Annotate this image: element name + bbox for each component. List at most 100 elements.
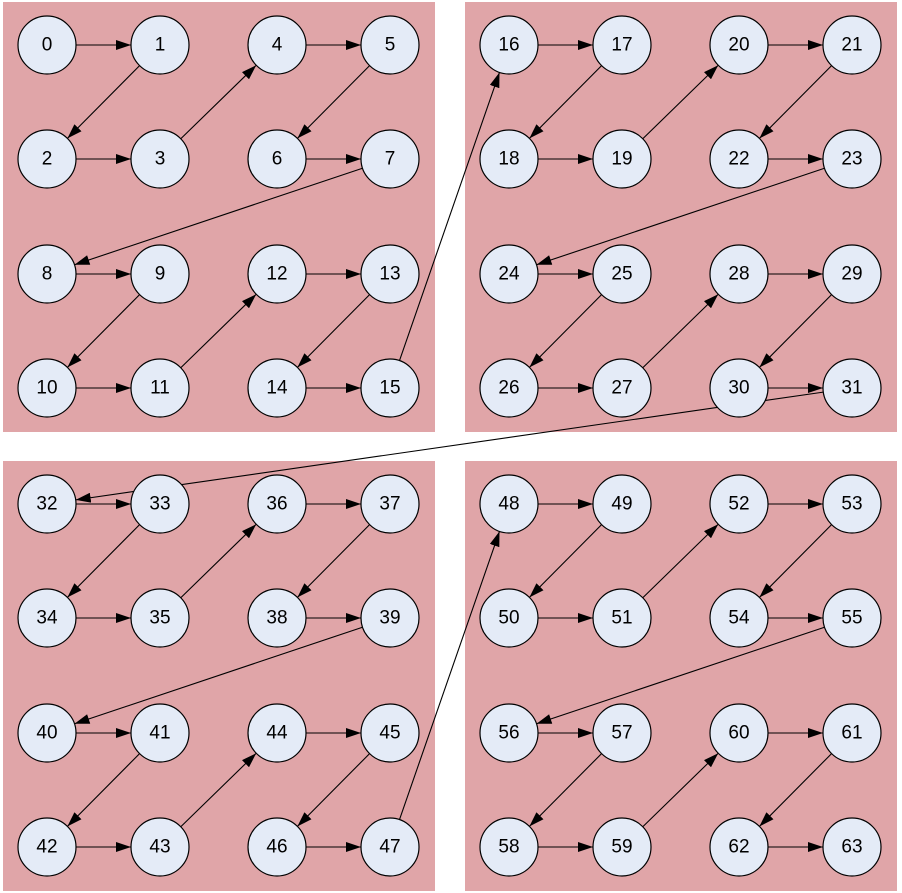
node-label: 13 bbox=[379, 264, 400, 285]
node-52: 52 bbox=[709, 474, 769, 534]
node-circle bbox=[247, 358, 307, 418]
node-circle bbox=[130, 358, 190, 418]
node-9: 9 bbox=[130, 244, 190, 304]
node-label: 19 bbox=[611, 149, 632, 170]
node-label: 43 bbox=[149, 837, 170, 858]
node-circle bbox=[130, 703, 190, 763]
node-label: 15 bbox=[379, 378, 400, 399]
node-40: 40 bbox=[17, 703, 77, 763]
edge-41-to-42 bbox=[67, 753, 140, 827]
node-label: 40 bbox=[36, 723, 57, 744]
node-28: 28 bbox=[709, 244, 769, 304]
node-label: 38 bbox=[266, 608, 287, 629]
node-14: 14 bbox=[247, 358, 307, 418]
node-circle bbox=[247, 474, 307, 534]
node-label: 35 bbox=[149, 608, 170, 629]
node-circle bbox=[822, 817, 882, 877]
node-0: 0 bbox=[17, 15, 77, 75]
node-circle bbox=[17, 474, 77, 534]
node-17: 17 bbox=[592, 15, 652, 75]
node-circle bbox=[360, 15, 420, 75]
node-label: 44 bbox=[266, 723, 288, 744]
edge-5-to-6 bbox=[297, 65, 370, 139]
node-circle bbox=[479, 588, 539, 648]
node-label: 7 bbox=[385, 149, 396, 170]
node-label: 24 bbox=[498, 264, 520, 285]
edge-53-to-54 bbox=[759, 524, 832, 598]
node-circle bbox=[479, 703, 539, 763]
node-circle bbox=[17, 703, 77, 763]
node-label: 39 bbox=[379, 608, 400, 629]
node-43: 43 bbox=[130, 817, 190, 877]
node-label: 2 bbox=[42, 149, 53, 170]
node-circle bbox=[592, 588, 652, 648]
node-circle bbox=[130, 129, 190, 189]
node-60: 60 bbox=[709, 703, 769, 763]
node-label: 28 bbox=[728, 264, 749, 285]
node-circle bbox=[709, 15, 769, 75]
node-circle bbox=[17, 244, 77, 304]
node-16: 16 bbox=[479, 15, 539, 75]
node-label: 46 bbox=[266, 837, 287, 858]
edge-39-to-40 bbox=[74, 626, 363, 725]
node-62: 62 bbox=[709, 817, 769, 877]
node-label: 17 bbox=[611, 35, 632, 56]
node-label: 41 bbox=[149, 723, 170, 744]
node-circle bbox=[822, 703, 882, 763]
edge-13-to-14 bbox=[297, 294, 370, 368]
edge-35-to-36 bbox=[180, 523, 257, 599]
node-label: 52 bbox=[728, 494, 749, 515]
node-label: 49 bbox=[611, 494, 632, 515]
node-32: 32 bbox=[17, 474, 77, 534]
node-23: 23 bbox=[822, 129, 882, 189]
node-42: 42 bbox=[17, 817, 77, 877]
node-5: 5 bbox=[360, 15, 420, 75]
node-label: 56 bbox=[498, 723, 519, 744]
node-circle bbox=[247, 817, 307, 877]
node-circle bbox=[360, 703, 420, 763]
node-circle bbox=[130, 474, 190, 534]
node-label: 0 bbox=[42, 35, 53, 56]
node-label: 37 bbox=[379, 494, 400, 515]
node-circle bbox=[479, 129, 539, 189]
node-label: 6 bbox=[272, 149, 283, 170]
node-54: 54 bbox=[709, 588, 769, 648]
node-circle bbox=[247, 129, 307, 189]
node-63: 63 bbox=[822, 817, 882, 877]
node-label: 27 bbox=[611, 378, 632, 399]
node-circle bbox=[709, 244, 769, 304]
node-45: 45 bbox=[360, 703, 420, 763]
edge-11-to-12 bbox=[180, 293, 257, 369]
node-label: 26 bbox=[498, 378, 519, 399]
node-circle bbox=[822, 129, 882, 189]
edge-17-to-18 bbox=[529, 65, 602, 139]
node-circle bbox=[360, 358, 420, 418]
node-circle bbox=[17, 15, 77, 75]
node-48: 48 bbox=[479, 474, 539, 534]
node-label: 51 bbox=[611, 608, 632, 629]
node-label: 1 bbox=[155, 35, 166, 56]
node-label: 36 bbox=[266, 494, 287, 515]
edge-15-to-16 bbox=[398, 72, 501, 361]
edge-33-to-34 bbox=[67, 524, 140, 598]
edge-29-to-30 bbox=[759, 294, 832, 368]
edge-27-to-28 bbox=[642, 293, 719, 369]
node-53: 53 bbox=[822, 474, 882, 534]
node-59: 59 bbox=[592, 817, 652, 877]
edge-21-to-22 bbox=[759, 65, 832, 139]
node-label: 22 bbox=[728, 149, 749, 170]
node-circle bbox=[247, 703, 307, 763]
node-circle bbox=[592, 703, 652, 763]
node-61: 61 bbox=[822, 703, 882, 763]
node-12: 12 bbox=[247, 244, 307, 304]
edge-1-to-2 bbox=[67, 65, 140, 139]
node-circle bbox=[709, 588, 769, 648]
node-label: 55 bbox=[841, 608, 862, 629]
node-58: 58 bbox=[479, 817, 539, 877]
node-circle bbox=[709, 474, 769, 534]
node-circle bbox=[592, 244, 652, 304]
node-label: 42 bbox=[36, 837, 57, 858]
node-circle bbox=[709, 129, 769, 189]
edges-layer bbox=[67, 40, 832, 852]
node-circle bbox=[130, 244, 190, 304]
